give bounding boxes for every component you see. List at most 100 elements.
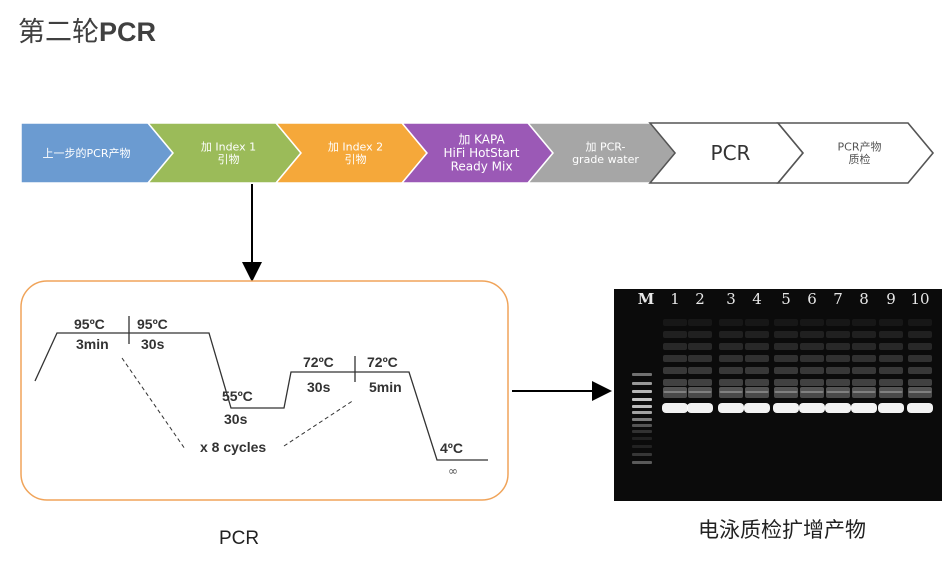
product-band (851, 403, 877, 413)
smear-band (745, 331, 769, 338)
gel-lane-label-6: 6 (807, 290, 817, 308)
smear-band (688, 355, 712, 362)
hold-temp: 4ºC (440, 440, 463, 456)
gel-lane-label-2: 2 (695, 290, 705, 308)
final-ext-time: 5min (369, 379, 402, 395)
ladder-band (632, 411, 652, 414)
smear-band (688, 343, 712, 350)
smear-band (719, 319, 743, 326)
smear-band (663, 343, 687, 350)
smear-band (663, 331, 687, 338)
faint-band (719, 387, 743, 393)
ladder-band (632, 424, 652, 427)
smear-band (800, 355, 824, 362)
smear-band (879, 355, 903, 362)
gel-lane-label-10: 10 (910, 290, 929, 308)
hold-time: ∞ (448, 464, 458, 478)
smear-band (826, 355, 850, 362)
smear-band (719, 379, 743, 386)
product-band (799, 403, 825, 413)
cycle-denat-time: 30s (141, 336, 165, 352)
smear-band (745, 319, 769, 326)
smear-band (800, 367, 824, 374)
extend-time: 30s (307, 379, 331, 395)
anneal-time: 30s (224, 411, 248, 427)
smear-band (852, 379, 876, 386)
smear-band (852, 367, 876, 374)
faint-band (826, 387, 850, 393)
smear-band (774, 367, 798, 374)
smear-band (852, 331, 876, 338)
smear-band (826, 367, 850, 374)
faint-band (879, 387, 903, 393)
denat-time: 3min (76, 336, 109, 352)
anneal-temp: 55ºC (222, 388, 253, 404)
smear-band (719, 331, 743, 338)
ladder-band (632, 418, 652, 421)
smear-band (852, 355, 876, 362)
smear-band (908, 367, 932, 374)
faint-band (774, 387, 798, 393)
ladder-band (632, 445, 652, 448)
product-band (773, 403, 799, 413)
smear-band (800, 331, 824, 338)
ladder-band (632, 437, 652, 440)
final-ext-temp: 72ºC (367, 354, 398, 370)
smear-band (688, 379, 712, 386)
smear-band (745, 379, 769, 386)
smear-band (800, 379, 824, 386)
faint-band (688, 387, 712, 393)
smear-band (800, 343, 824, 350)
smear-band (879, 367, 903, 374)
smear-band (879, 343, 903, 350)
cycle-count: x 8 cycles (200, 439, 266, 455)
gel-lane-label-3: 3 (726, 290, 736, 308)
smear-band (908, 319, 932, 326)
faint-band (800, 387, 824, 393)
faint-band (663, 387, 687, 393)
gel-lane-label-1: 1 (670, 290, 680, 308)
smear-band (908, 331, 932, 338)
product-band (907, 403, 933, 413)
smear-band (826, 319, 850, 326)
smear-band (688, 319, 712, 326)
pcr-caption: PCR (219, 528, 259, 550)
smear-band (879, 331, 903, 338)
product-band (718, 403, 744, 413)
faint-band (908, 387, 932, 393)
smear-band (774, 379, 798, 386)
smear-band (688, 367, 712, 374)
ladder-band (632, 390, 652, 393)
smear-band (774, 331, 798, 338)
product-band (662, 403, 688, 413)
gel-lane-label-9: 9 (886, 290, 896, 308)
smear-band (908, 355, 932, 362)
product-band (744, 403, 770, 413)
cycle-denat-temp: 95ºC (137, 316, 168, 332)
faint-band (852, 387, 876, 393)
smear-band (719, 367, 743, 374)
smear-band (852, 343, 876, 350)
smear-band (663, 367, 687, 374)
smear-band (663, 355, 687, 362)
smear-band (745, 367, 769, 374)
ladder-band (632, 453, 652, 456)
smear-band (879, 319, 903, 326)
smear-band (663, 379, 687, 386)
smear-band (663, 319, 687, 326)
ladder-band (632, 430, 652, 433)
gel-lane-label-5: 5 (781, 290, 791, 308)
ladder-band (632, 405, 652, 408)
smear-band (719, 355, 743, 362)
smear-band (745, 355, 769, 362)
smear-band (800, 319, 824, 326)
smear-band (774, 343, 798, 350)
gel-lane-label-M: M (638, 290, 655, 308)
smear-band (908, 379, 932, 386)
product-band (825, 403, 851, 413)
gel-lane-label-7: 7 (833, 290, 843, 308)
gel-lane-label-8: 8 (859, 290, 869, 308)
smear-band (688, 331, 712, 338)
smear-band (719, 343, 743, 350)
